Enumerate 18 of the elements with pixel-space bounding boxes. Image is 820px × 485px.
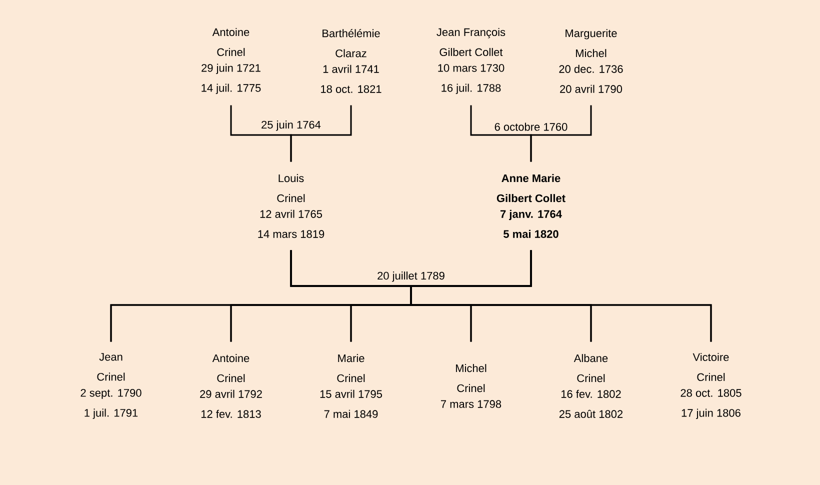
person-entry: Michel Crinel 7 mars 1798	[441, 364, 502, 408]
person-entry: Marguerite Michel 20 dec. 1736 20 avril 1790	[559, 29, 623, 93]
person-entry: Victoire Crinel 28 oct. 1805 17 juin 1806	[680, 352, 742, 420]
connector-line	[530, 105, 592, 162]
person-entry: Jean Crinel 2 sept. 1790 1 juil. 1791	[80, 353, 142, 419]
person-entry: Marie Crinel 15 avril 1795 7 mai 1849	[320, 354, 382, 418]
edge-label: 25 juin 1764	[259, 118, 323, 133]
person-entry: Barthélémie Claraz 1 avril 1741 18 oct. 1821	[321, 29, 382, 93]
connector-line	[410, 250, 712, 342]
edge-label: 20 juillet 1789	[375, 270, 447, 284]
person-entry: Anne Marie Gilbert Collet 7 janv. 1764 5 mai 1820	[496, 174, 566, 238]
edge-label: 6 octobre 1760	[492, 120, 570, 133]
person-entry: Antoine Crinel 29 avril 1792 12 fev. 1813	[200, 354, 262, 418]
person-entry: Antoine Crinel 29 juin 1721 14 juil. 1775	[202, 28, 261, 94]
person-entry: Albane Crinel 16 fev. 1802 25 août 1802	[559, 354, 623, 418]
person-entry: Louis Crinel 12 avril 1765 14 mars 1819	[258, 174, 324, 238]
connector-line	[290, 105, 352, 162]
person-entry: Jean François Gilbert Collet 10 mars 1730 16 juil. 1788	[436, 28, 506, 94]
